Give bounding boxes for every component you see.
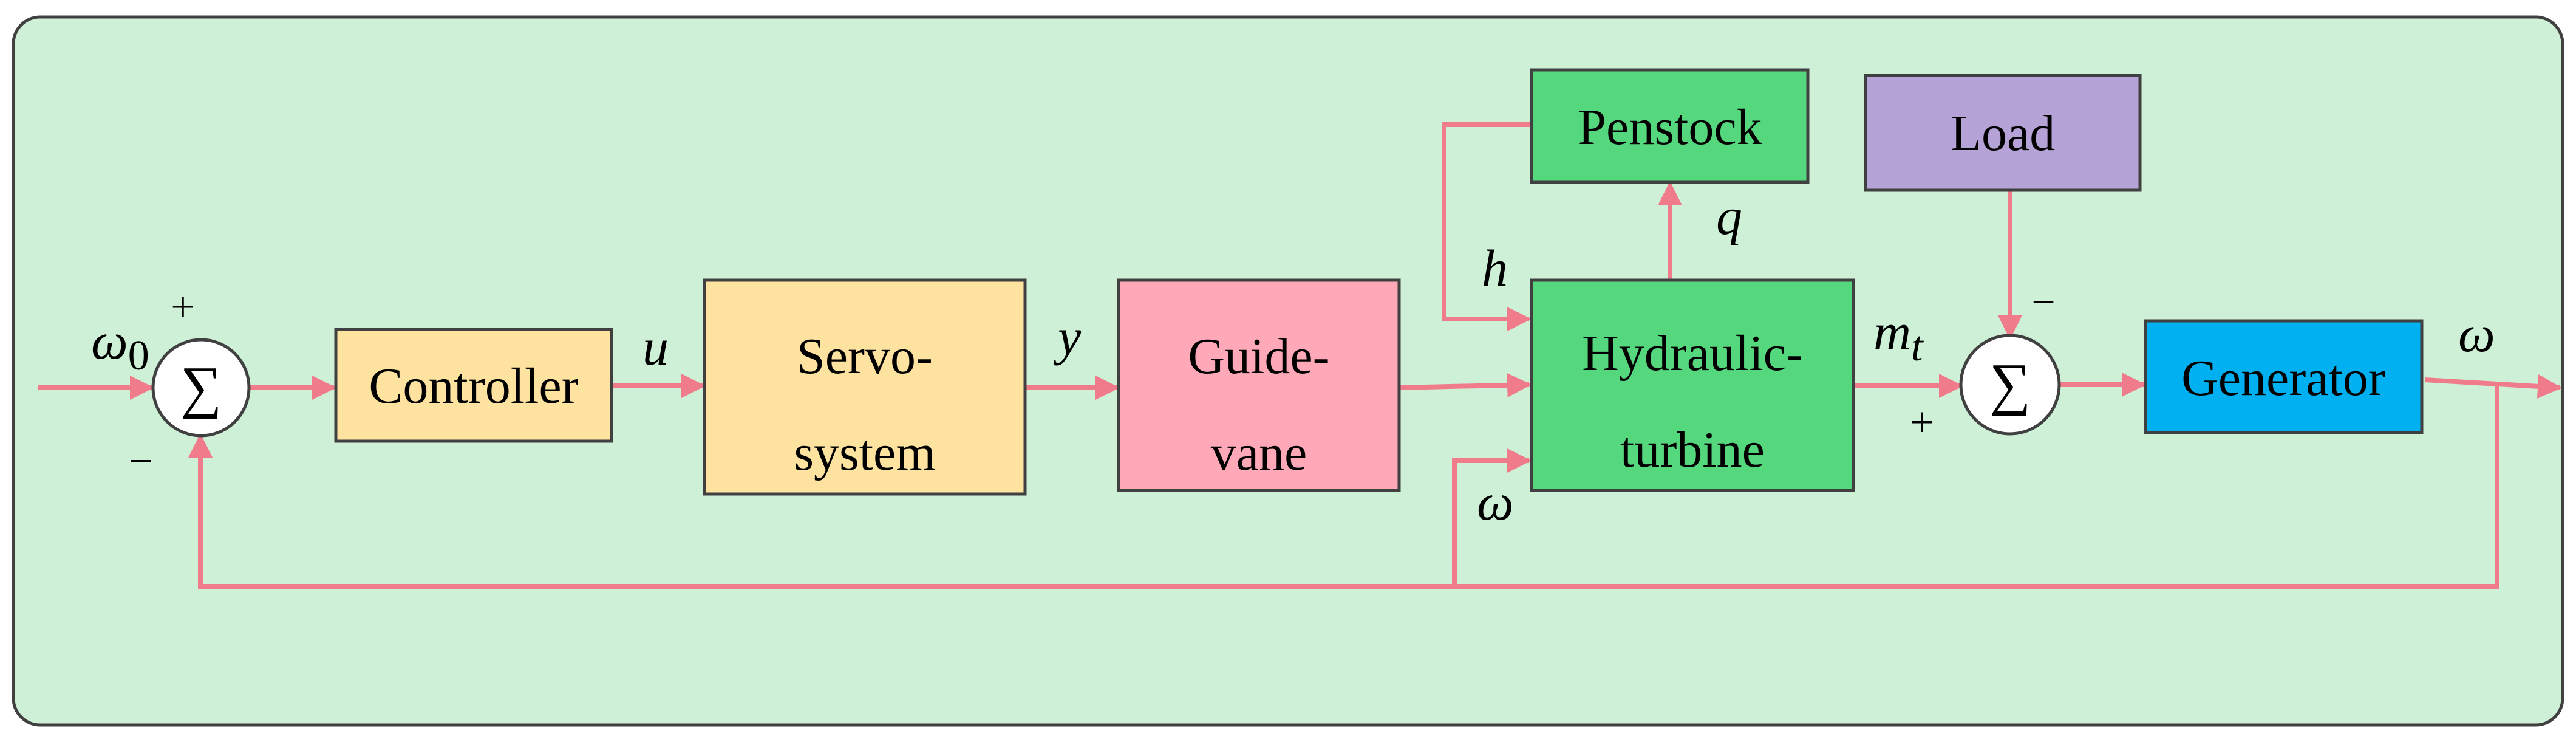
omega0-subscript: 0 (128, 332, 149, 379)
penstock-to-turbine-h-arrow (1442, 122, 1532, 331)
turbine-label-line2: turbine (1620, 422, 1765, 478)
u-label: u (642, 318, 669, 376)
q-label: q (1716, 187, 1742, 245)
mt-subscript: t (1911, 323, 1924, 370)
turbine-label-line1: Hydraulic- (1582, 325, 1803, 382)
servo-label-line2: system (794, 425, 935, 481)
turbine-block: Hydraulic- turbine (1530, 278, 1855, 492)
right-summer-symbol: ∑ (1989, 351, 2031, 416)
feedback-path (188, 384, 2499, 589)
left-summer: ∑ (151, 338, 251, 438)
guide-vane-block: Guide- vane (1117, 278, 1401, 492)
left-summer-symbol: ∑ (180, 354, 222, 419)
controller-label: Controller (369, 358, 578, 414)
generator-output-arrow (2424, 374, 2562, 399)
servo-label-line1: Servo- (797, 328, 933, 385)
right-summer: ∑ (1959, 334, 2061, 436)
load-label: Load (1951, 105, 2056, 162)
right-summer-minus-sign: − (2031, 279, 2055, 326)
h-label: h (1482, 239, 1508, 297)
guide-vane-label-line1: Guide- (1188, 328, 1329, 385)
servo-block: Servo- system (703, 278, 1027, 496)
guidevane-to-turbine-arrow (1399, 372, 1532, 397)
omega0-base: ω (91, 312, 128, 370)
signal-lines (38, 122, 2562, 589)
controller-block: Controller (334, 328, 613, 443)
guide-vane-label-line2: vane (1211, 425, 1307, 481)
omega0-label: ω0 (91, 312, 149, 379)
load-block: Load (1864, 74, 2142, 192)
omega-output-label: ω (2458, 304, 2495, 363)
left-summer-plus-sign: + (171, 284, 194, 331)
left-summer-minus-sign: − (129, 438, 152, 485)
penstock-block: Penstock (1530, 68, 1810, 184)
mt-base: m (1873, 303, 1911, 361)
omega-feedback-label: ω (1477, 473, 1514, 531)
right-summer-plus-sign: + (1910, 399, 1934, 446)
mt-label: mt (1873, 303, 1924, 370)
y-label: y (1053, 307, 1082, 366)
generator-block: Generator (2144, 319, 2424, 434)
generator-label: Generator (2181, 350, 2385, 407)
feedback-to-turbine-arrow (1452, 448, 1532, 586)
penstock-label: Penstock (1578, 99, 1762, 156)
